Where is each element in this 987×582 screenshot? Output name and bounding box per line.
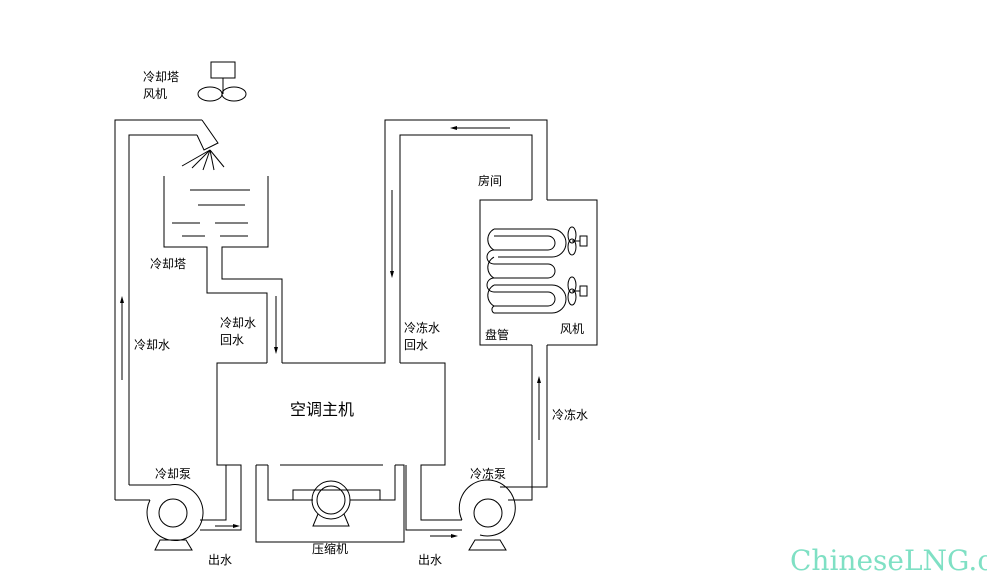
room-fan-label: 风机 bbox=[560, 322, 584, 336]
chiller-label: 空调主机 bbox=[290, 400, 354, 419]
outlet-left-label: 出水 bbox=[208, 553, 232, 567]
cooling-tower-basin bbox=[163, 176, 283, 363]
coil-label: 盘管 bbox=[485, 327, 509, 342]
room-box bbox=[479, 199, 598, 346]
chilled-return-label-1: 冷冻水 bbox=[404, 320, 440, 335]
coil-icon bbox=[486, 228, 567, 314]
spray-nozzle-icon bbox=[181, 149, 225, 171]
cooling-pump-icon bbox=[115, 484, 240, 551]
cooling-return-label-2: 回水 bbox=[220, 333, 244, 347]
room-fan-icon bbox=[567, 226, 588, 306]
chilled-pump-label: 冷冻泵 bbox=[470, 466, 506, 481]
cooling-pump-label: 冷却泵 bbox=[155, 467, 191, 481]
chilled-return-arrows bbox=[390, 126, 510, 278]
outlet-right-label: 出水 bbox=[418, 553, 442, 567]
cooling-water-pipe bbox=[114, 119, 219, 500]
cooling-return-label-1: 冷却水 bbox=[220, 316, 256, 330]
chilled-water-label: 冷冻水 bbox=[552, 407, 588, 422]
chiller-unit bbox=[205, 119, 548, 543]
tower-fan-label-2: 风机 bbox=[143, 87, 167, 101]
tower-fan-icon bbox=[197, 61, 247, 102]
tower-fan-label-1: 冷却塔 bbox=[143, 70, 179, 84]
compressor-label: 压缩机 bbox=[312, 541, 348, 556]
cooling-tower-label: 冷却塔 bbox=[150, 257, 186, 271]
compressor-icon bbox=[267, 464, 396, 527]
chilled-return-label-2: 回水 bbox=[404, 338, 428, 352]
watermark: ChineseLNG.cn bbox=[790, 544, 987, 577]
room-label: 房间 bbox=[478, 173, 502, 188]
cooling-water-label: 冷却水 bbox=[134, 338, 170, 352]
chilled-pump-icon bbox=[430, 345, 548, 551]
